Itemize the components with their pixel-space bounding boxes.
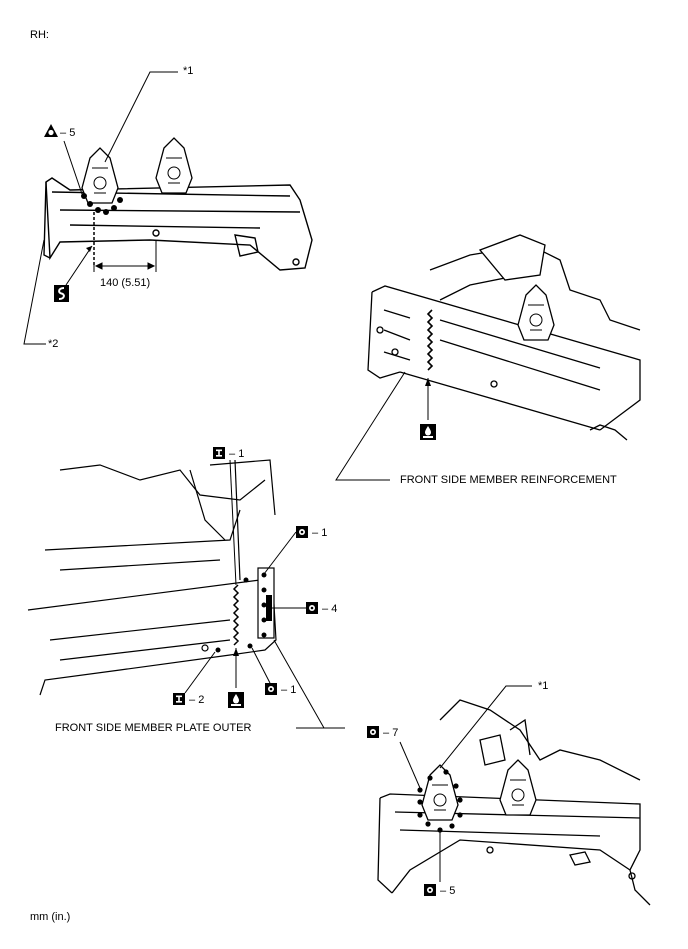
plate-outer-drawing <box>27 459 277 696</box>
leader-ref1-bottom <box>439 685 532 769</box>
weld-qty-5: – 5 <box>60 127 75 139</box>
bracket-left-bottom <box>421 764 459 821</box>
spot-welds-bottom <box>417 769 463 833</box>
o-weld-qty-4: – 4 <box>322 603 337 615</box>
leader-o-7 <box>399 741 421 789</box>
bracket-left-top <box>81 147 119 204</box>
leader-reinforcement <box>335 371 406 481</box>
label-plate-outer: FRONT SIDE MEMBER PLATE OUTER <box>55 722 251 734</box>
leader-o-1-top <box>263 531 297 575</box>
o-weld-qty-1-top: – 1 <box>312 527 327 539</box>
o-weld-qty-5: – 5 <box>440 885 455 897</box>
gas-weld-icon-mid <box>228 692 244 708</box>
weld-seam-plate <box>232 584 240 646</box>
bracket-right-top <box>155 137 193 194</box>
i-weld-qty-2: – 2 <box>189 694 204 706</box>
i-weld-icon-2 <box>173 693 185 705</box>
dimension-line <box>93 240 157 272</box>
leader-weld-5 <box>63 140 83 195</box>
i-weld-qty-1: – 1 <box>229 448 244 460</box>
dimension-text: 140 (5.51) <box>100 277 150 289</box>
o-weld-icon-1-top <box>296 526 308 538</box>
spot-welds-top <box>81 193 123 215</box>
spot-weld-symbol-icon <box>44 124 58 137</box>
leader-ref2 <box>23 239 46 345</box>
cut-symbol-icon <box>53 284 70 303</box>
leader-cut <box>65 245 93 286</box>
reinforcement-drawing <box>367 234 641 441</box>
o-weld-icon-5 <box>424 884 436 896</box>
units-note: mm (in.) <box>30 911 70 923</box>
ref1-bottom: *1 <box>538 680 548 692</box>
bracket-right-bottom <box>499 759 537 816</box>
o-weld-icon-7 <box>367 726 379 738</box>
o-weld-icon-4 <box>306 602 318 614</box>
bracket-reinforcement <box>517 284 555 341</box>
spot-welds-plate <box>215 572 272 653</box>
leader-ref1-top <box>104 71 178 163</box>
o-weld-qty-7: – 7 <box>383 727 398 739</box>
weld-seam-reinforcement <box>426 309 434 371</box>
leader-i-2 <box>184 651 216 694</box>
side-label: RH: <box>30 29 49 41</box>
leader-o-1-bottom <box>251 647 271 684</box>
label-reinforcement: FRONT SIDE MEMBER REINFORCEMENT <box>400 474 617 486</box>
i-weld-icon-1 <box>213 447 225 459</box>
leader-i-1 <box>229 459 237 586</box>
ref1-top: *1 <box>183 65 193 77</box>
o-weld-icon-1-bottom <box>265 683 277 695</box>
gas-weld-icon-top <box>420 424 436 440</box>
o-weld-qty-1-bottom: – 1 <box>281 684 296 696</box>
ref2: *2 <box>48 338 58 350</box>
